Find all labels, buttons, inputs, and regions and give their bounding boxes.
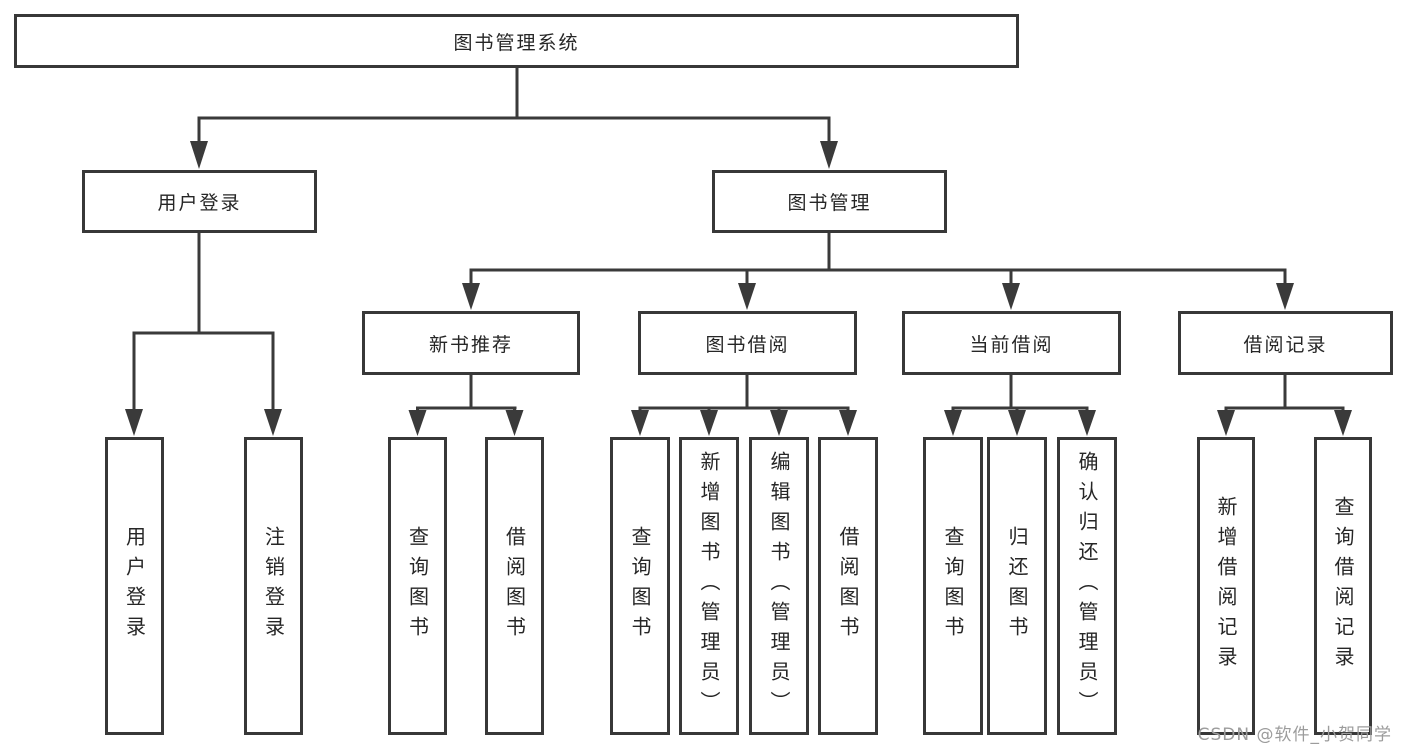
node-book-management: 图书管理 [712, 170, 947, 233]
node-label: 借阅图书 [502, 526, 527, 646]
node-label: 图书管理系统 [453, 31, 580, 54]
node-label: 查询图书 [941, 526, 965, 646]
arrowhead-bb-leaf1 [631, 410, 649, 436]
node-label: 归还图书 [1005, 526, 1029, 646]
node-label: 借阅图书 [836, 526, 860, 646]
arrowhead-leaf-login [125, 409, 143, 436]
node-label: 查询图书 [628, 526, 652, 646]
arrowhead-book-management [820, 141, 838, 169]
arrowhead-cb-leaf3 [1078, 410, 1096, 436]
arrowhead-br-leaf2 [1334, 410, 1352, 436]
node-label: 图书借阅 [705, 333, 790, 356]
node-label: 查询借阅记录 [1331, 496, 1355, 676]
node-user-login: 用户登录 [82, 170, 317, 233]
node-label: 查询图书 [405, 526, 430, 646]
arrowhead-cb-leaf1 [944, 410, 962, 436]
arrowhead-bb-leaf4 [839, 410, 857, 436]
node-label: 编辑图书（管理员） [767, 451, 791, 721]
node-leaf-borrow-books-2: 借阅图书 [818, 437, 878, 735]
node-current-borrowing: 当前借阅 [902, 311, 1121, 375]
node-leaf-query-borrow-record: 查询借阅记录 [1314, 437, 1372, 735]
node-library-management-system: 图书管理系统 [14, 14, 1019, 68]
node-label: 图书管理 [787, 192, 872, 214]
node-label: 新增图书（管理员） [697, 451, 721, 721]
arrowhead-user-login [190, 141, 208, 169]
node-label: 新书推荐 [428, 333, 513, 356]
node-label: 用户登录 [122, 526, 147, 646]
arrowhead-bb-leaf3 [770, 410, 788, 436]
node-label: 当前借阅 [969, 333, 1054, 356]
node-borrowing-records: 借阅记录 [1178, 311, 1393, 375]
node-new-book-recommend: 新书推荐 [362, 311, 580, 375]
node-leaf-logout: 注销登录 [244, 437, 303, 735]
node-leaf-borrow-books-1: 借阅图书 [485, 437, 544, 735]
node-label: 注销登录 [261, 526, 286, 646]
arrowhead-br-leaf1 [1217, 410, 1235, 436]
node-leaf-return-books: 归还图书 [987, 437, 1047, 735]
arrowhead-borrow-records [1276, 283, 1294, 310]
arrowhead-leaf-logout [264, 409, 282, 436]
node-leaf-query-books-3: 查询图书 [923, 437, 983, 735]
arrowhead-nb-leaf1 [408, 410, 427, 436]
node-book-borrowing: 图书借阅 [638, 311, 857, 375]
arrowhead-nb-leaf2 [505, 410, 524, 436]
node-leaf-query-books-1: 查询图书 [388, 437, 447, 735]
node-label: 用户登录 [157, 192, 242, 214]
node-leaf-user-login: 用户登录 [105, 437, 164, 735]
arrowhead-book-borrow [738, 283, 756, 310]
node-label: 新增借阅记录 [1214, 496, 1238, 676]
arrowhead-new-books [462, 283, 480, 310]
node-label: 借阅记录 [1243, 333, 1328, 356]
arrowhead-current-borrow [1002, 283, 1020, 310]
node-leaf-confirm-return-admin: 确认归还（管理员） [1057, 437, 1117, 735]
node-leaf-edit-books-admin: 编辑图书（管理员） [749, 437, 809, 735]
node-leaf-query-books-2: 查询图书 [610, 437, 670, 735]
node-leaf-add-borrow-record: 新增借阅记录 [1197, 437, 1255, 735]
node-leaf-add-books-admin: 新增图书（管理员） [679, 437, 739, 735]
arrowhead-cb-leaf2 [1008, 410, 1026, 436]
arrowhead-bb-leaf2 [700, 410, 718, 436]
csdn-watermark: CSDN @软件_小贺同学 [1197, 725, 1392, 745]
node-label: 确认归还（管理员） [1075, 451, 1099, 721]
